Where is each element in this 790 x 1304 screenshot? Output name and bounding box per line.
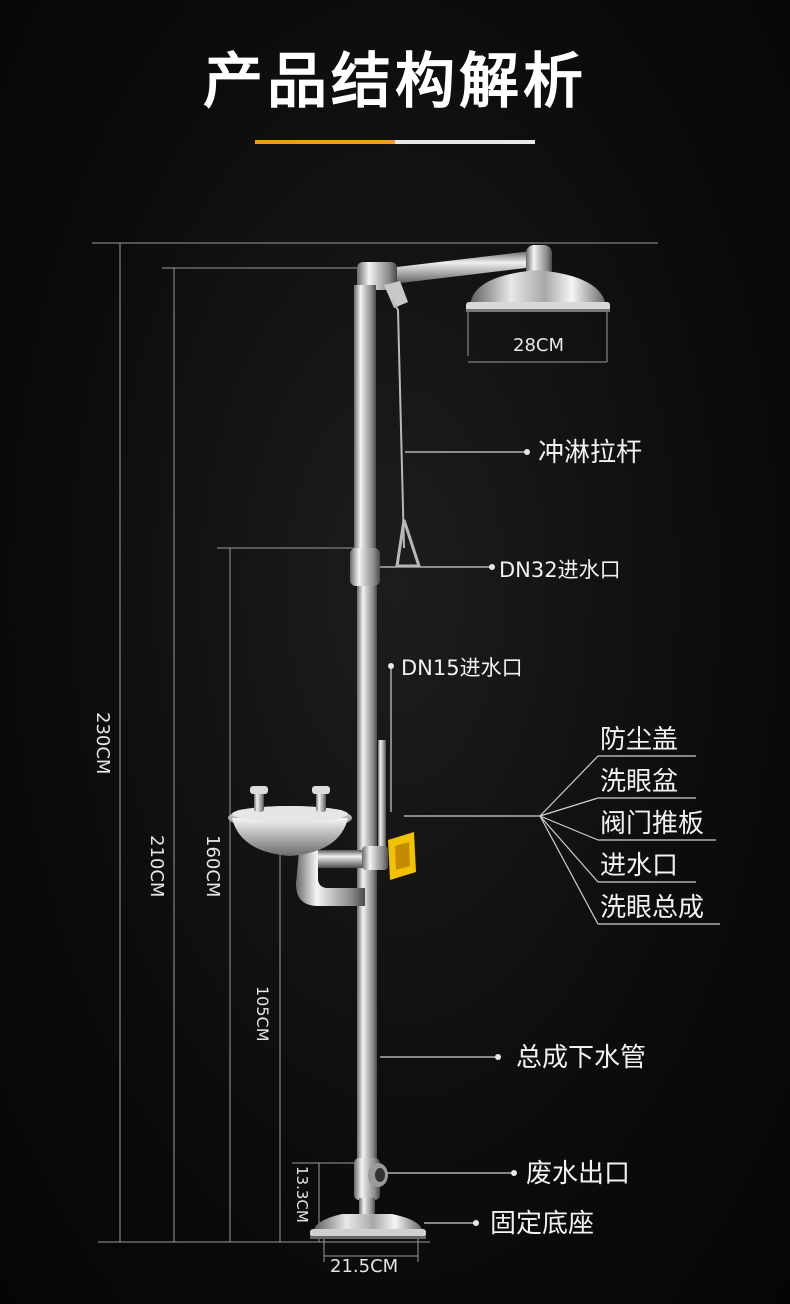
waste-outlet-label: 废水出口 [526, 1159, 631, 1189]
pull-rod [391, 299, 422, 568]
outlet-height-label: 13.3CM [293, 1166, 311, 1223]
inlet-height-label: 160CM [202, 835, 223, 898]
page-title: 产品结构解析 [203, 47, 587, 117]
shower-head-diameter-label: 28CM [513, 335, 565, 356]
callout-lines [372, 451, 720, 1224]
valve-push-plate-label: 阀门推板 [600, 809, 705, 839]
water-inlet-label: 进水口 [600, 851, 679, 881]
shower-head-height-label: 210CM [146, 835, 167, 898]
eyewash-assembly [228, 786, 416, 906]
dn15-inlet-label: DN15进水口 [401, 656, 523, 680]
eyewash-assembly-label: 洗眼总成 [600, 893, 705, 923]
base-diameter-label: 21.5CM [330, 1256, 399, 1277]
dn32-inlet-label: DN32进水口 [499, 558, 621, 582]
pull-rod-label: 冲淋拉杆 [538, 438, 643, 468]
base-assembly [310, 1158, 426, 1239]
dn15-pipe [378, 740, 386, 850]
total-height-label: 230CM [92, 712, 113, 775]
eyewash-height-label: 105CM [253, 986, 272, 1042]
title-underline-accent [255, 140, 395, 144]
callout-dots [388, 449, 530, 1226]
eyewash-bowl-label: 洗眼盆 [600, 767, 679, 797]
main-pipe [350, 285, 380, 1180]
fixed-base-label: 固定底座 [490, 1209, 595, 1239]
shower-head [466, 270, 610, 312]
title-underline [395, 140, 535, 144]
dust-cover-label: 防尘盖 [600, 725, 679, 755]
drain-pipe-label: 总成下水管 [516, 1043, 647, 1073]
shower-arm [357, 245, 552, 308]
